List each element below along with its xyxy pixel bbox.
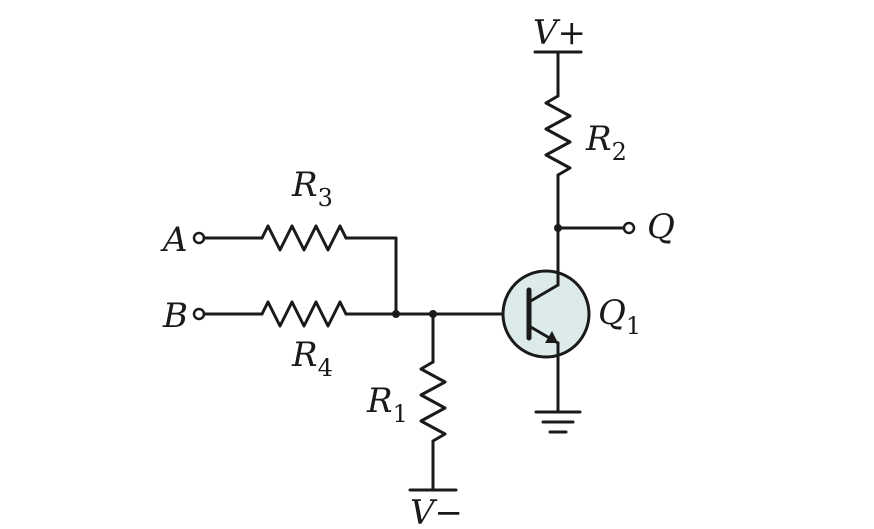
terminal-q [622,221,636,235]
r1-resistor [419,360,447,443]
q1-label: Q1 [598,293,641,340]
input-b-label: B [162,296,188,336]
q1-collector-lead [527,283,560,304]
vplus-label: V+ [533,13,586,53]
r1-label: R1 [366,381,408,428]
r3-resistor [260,224,348,252]
r2-label: R2 [585,119,627,166]
r3-label: R3 [291,165,333,212]
q1-transistor-body [501,269,591,359]
r4-resistor [260,300,348,328]
q1-emitter-arrow [545,331,558,343]
input-a-label: A [160,220,188,260]
vminus-label: V− [410,493,463,529]
r2-resistor [544,94,572,177]
output-q-label: Q [647,207,675,247]
r4-label: R4 [291,335,333,382]
